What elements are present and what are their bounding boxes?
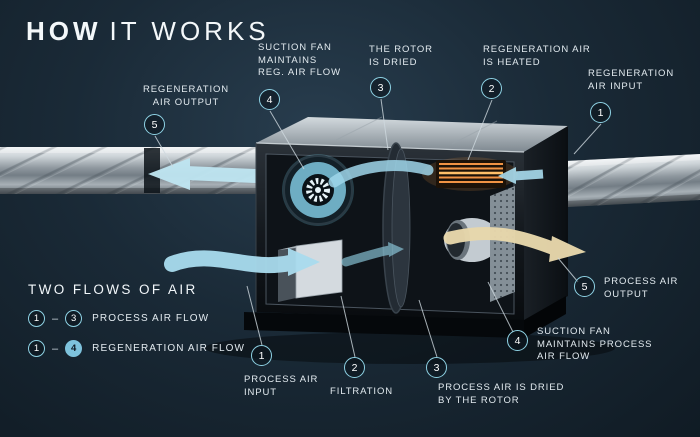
leader-line <box>467 99 493 161</box>
title-bold: HOW <box>26 16 102 46</box>
leader-line <box>340 295 356 358</box>
unit-interior <box>265 142 518 315</box>
leader-line <box>246 285 263 346</box>
callout-number-regeneration-air-input: 1 <box>590 102 611 123</box>
legend-label-regeneration: REGENERATION AIR FLOW <box>92 343 246 354</box>
callout-label-regeneration-air-heated: REGENERATION AIR IS HEATED <box>483 44 591 68</box>
unit-top-face <box>256 117 568 152</box>
callout-label-filtration: FILTRATION <box>330 386 394 397</box>
heater <box>422 157 518 191</box>
leader-line <box>573 123 602 155</box>
legend-badge-1: 1 <box>28 310 45 327</box>
callout-label-suction-fan-process: SUCTION FAN MAINTAINS PROCESS AIR FLOW <box>537 326 653 362</box>
process-internal-arrow <box>341 242 404 267</box>
legend-badge-4: 4 <box>65 340 83 357</box>
legend: TWO FLOWS OF AIR 1 – 3 PROCESS AIR FLOW … <box>28 282 245 357</box>
leader-line <box>487 281 514 333</box>
unit-base <box>244 296 566 338</box>
legend-title: TWO FLOWS OF AIR <box>28 282 198 297</box>
regeneration-input-arrow <box>498 167 544 184</box>
perforated-panel <box>490 186 515 302</box>
callout-number-process-air-input: 1 <box>251 345 272 366</box>
callout-label-process-air-input: PROCESS AIR INPUT <box>244 374 319 398</box>
regeneration-fan <box>282 154 354 226</box>
leader-line <box>380 98 389 151</box>
duct-left <box>0 147 264 194</box>
duct-right <box>543 153 700 209</box>
callout-label-rotor-dried: THE ROTOR IS DRIED <box>369 44 433 68</box>
legend-row-process: 1 – 3 PROCESS AIR FLOW <box>28 310 245 327</box>
callout-label-regeneration-air-output: REGENERATION AIR OUTPUT <box>142 84 230 108</box>
callout-label-suction-fan-reg: SUCTION FAN MAINTAINS REG. AIR FLOW <box>258 42 341 78</box>
legend-separator: – <box>52 312 59 325</box>
callout-number-suction-fan-reg: 4 <box>259 89 280 110</box>
unit-right-face <box>524 126 568 322</box>
leader-lines <box>154 98 602 358</box>
rotor <box>382 142 411 314</box>
duct-opening <box>144 148 160 193</box>
leader-line <box>418 299 438 358</box>
callout-number-filtration: 2 <box>344 357 365 378</box>
callout-number-process-air-dried: 3 <box>426 357 447 378</box>
legend-badge-1b: 1 <box>28 340 45 357</box>
legend-badge-3: 3 <box>65 310 83 327</box>
legend-label-process: PROCESS AIR FLOW <box>92 313 210 324</box>
legend-separator-2: – <box>52 342 59 355</box>
callout-number-process-air-output: 5 <box>574 276 595 297</box>
process-output-arrow <box>443 227 586 262</box>
legend-row-regeneration: 1 – 4 REGENERATION AIR FLOW <box>28 340 245 357</box>
leader-line <box>557 257 579 283</box>
callout-number-regeneration-air-output: 5 <box>144 114 165 135</box>
callout-number-suction-fan-process: 4 <box>507 330 528 351</box>
leader-line <box>154 135 174 168</box>
callout-number-regeneration-air-heated: 2 <box>481 78 502 99</box>
regeneration-swoosh-arrow <box>328 160 434 188</box>
callout-label-process-air-dried: PROCESS AIR IS DRIED BY THE ROTOR <box>438 382 565 406</box>
regeneration-output-arrow <box>148 158 257 190</box>
callout-number-rotor-dried: 3 <box>370 77 391 98</box>
process-input-arrow <box>164 248 320 276</box>
leader-line <box>269 110 305 170</box>
title-light: IT WORKS <box>109 16 270 46</box>
callout-label-regeneration-air-input: REGENERATION AIR INPUT <box>588 68 675 92</box>
callout-label-process-air-output: PROCESS AIR OUTPUT <box>604 276 679 300</box>
